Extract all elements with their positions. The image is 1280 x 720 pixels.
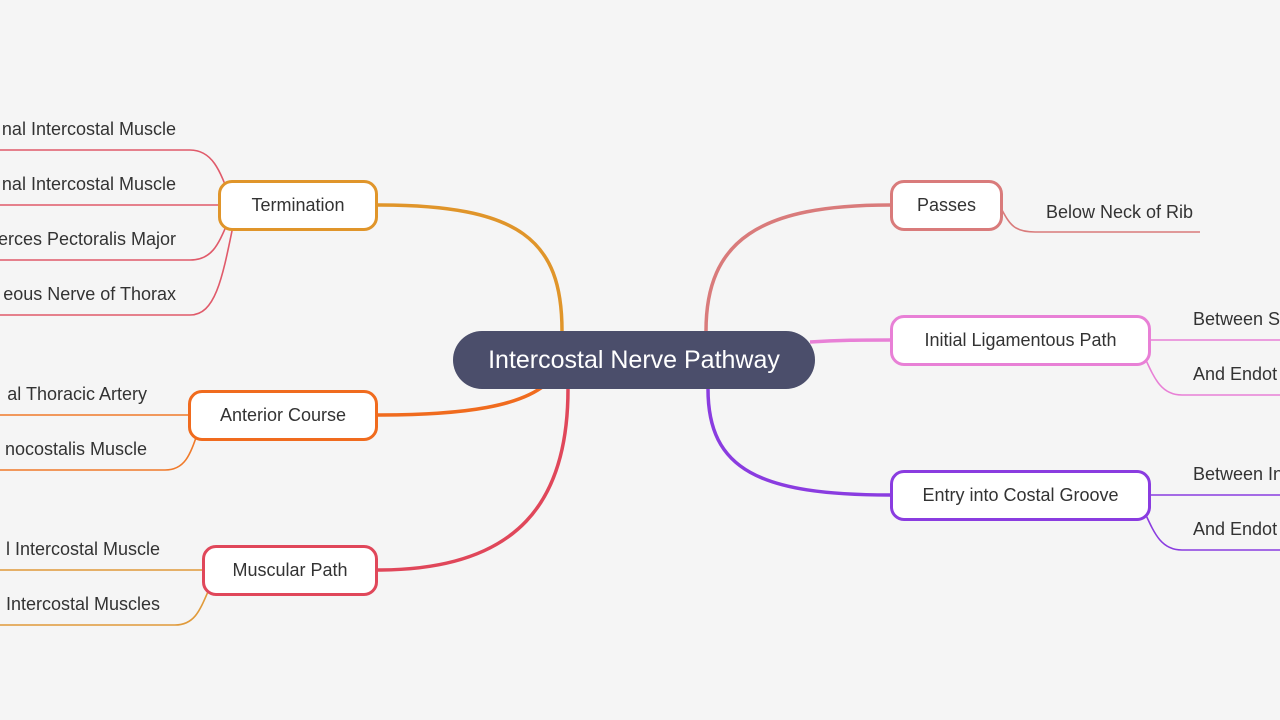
- leaf-groove-2[interactable]: And Endot: [1193, 519, 1278, 539]
- leaf-termination-1[interactable]: nal Intercostal Muscle: [1, 119, 176, 139]
- leaf-groove-1[interactable]: Between In: [1193, 464, 1280, 484]
- leaf-ligamentous-1[interactable]: Between S: [1193, 309, 1280, 329]
- leaf-passes-1[interactable]: Below Neck of Rib: [1046, 202, 1194, 222]
- connector-muscular-path: [377, 388, 570, 572]
- node-entry-into-costal-groove[interactable]: Entry into Costal Groove: [890, 470, 1151, 521]
- leaf-muscular-1[interactable]: l Intercostal Muscle: [5, 539, 160, 559]
- node-initial-ligamentous-path[interactable]: Initial Ligamentous Path: [890, 315, 1151, 366]
- connector-muscular-child-2: [0, 586, 211, 626]
- connector-passes-child-1: [1001, 209, 1200, 233]
- node-passes[interactable]: Passes: [890, 180, 1003, 231]
- leaf-termination-3[interactable]: erces Pectoralis Major: [0, 229, 176, 249]
- root-node[interactable]: Intercostal Nerve Pathway: [453, 331, 815, 389]
- connector-termination-child-4: [0, 225, 234, 316]
- leaf-anterior-2[interactable]: nocostalis Muscle: [4, 439, 147, 459]
- leaf-termination-4[interactable]: eous Nerve of Thorax: [3, 284, 176, 304]
- connector-ligamentous-child-2: [1144, 357, 1280, 396]
- connector-passes: [704, 203, 891, 332]
- connector-entry-into-costal-groove: [706, 388, 891, 497]
- connector-anterior-course: [377, 383, 547, 417]
- leaf-termination-2[interactable]: nal Intercostal Muscle: [1, 174, 176, 194]
- leaf-anterior-1[interactable]: al Thoracic Artery: [7, 384, 147, 404]
- node-anterior-course[interactable]: Anterior Course: [188, 390, 378, 441]
- leaf-ligamentous-2[interactable]: And Endot: [1193, 364, 1278, 384]
- leaf-muscular-2[interactable]: Intercostal Muscles: [5, 594, 160, 614]
- node-termination[interactable]: Termination: [218, 180, 378, 231]
- connector-termination: [377, 203, 564, 332]
- connector-initial-ligamentous-path: [809, 338, 891, 344]
- connector-groove-child-2: [1144, 512, 1280, 551]
- node-muscular-path[interactable]: Muscular Path: [202, 545, 378, 596]
